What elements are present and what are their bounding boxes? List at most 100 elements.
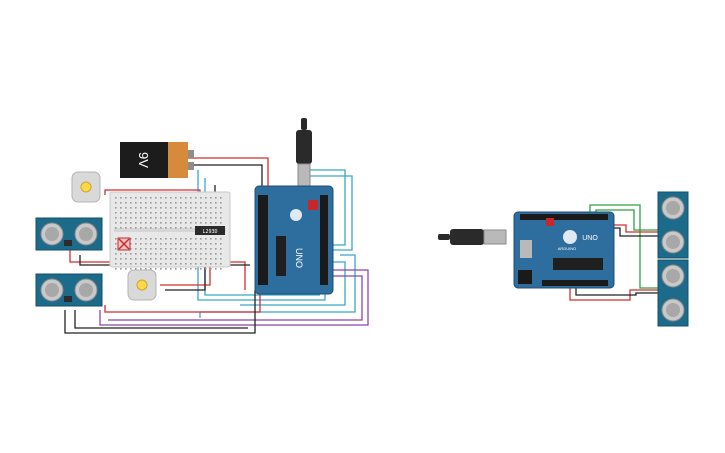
breadboard-hole	[210, 217, 212, 219]
wire-cyan-5[interactable]	[199, 254, 356, 318]
arduino-right-brand: ARDUINO	[558, 246, 576, 251]
breadboard-hole	[195, 217, 197, 219]
breadboard-hole	[130, 222, 132, 224]
breadboard-hole	[160, 202, 162, 204]
wire-black-r2[interactable]	[610, 227, 658, 237]
breadboard-hole	[160, 227, 162, 229]
wire-black-4[interactable]	[74, 310, 248, 329]
ultrasonic-sensor-right-2[interactable]	[657, 259, 689, 327]
breadboard-hole	[165, 207, 167, 209]
wire-red-r1[interactable]	[569, 287, 658, 301]
breadboard-hole	[160, 253, 162, 255]
arduino-uno-right[interactable]: UNO ARDUINO	[513, 211, 615, 289]
wire-black-3[interactable]	[64, 290, 256, 334]
breadboard-hole	[165, 222, 167, 224]
breadboard-hole	[210, 258, 212, 260]
breadboard-hole	[135, 238, 137, 240]
breadboard-hole	[175, 207, 177, 209]
breadboard-hole	[200, 222, 202, 224]
breadboard-hole	[150, 243, 152, 245]
usb-cable-right[interactable]	[438, 229, 507, 245]
breadboard-hole	[135, 253, 137, 255]
breadboard-hole	[145, 217, 147, 219]
breadboard-hole	[215, 248, 217, 250]
breadboard-hole	[155, 238, 157, 240]
breadboard-hole	[175, 227, 177, 229]
breadboard-hole	[195, 248, 197, 250]
breadboard-hole	[185, 227, 187, 229]
breadboard-hole	[170, 263, 172, 265]
ultrasonic-sensor-left-2[interactable]	[35, 273, 103, 307]
breadboard-hole	[125, 217, 127, 219]
battery-9v[interactable]: 9V	[120, 142, 194, 178]
motor-driver-ic[interactable]: L293D	[195, 226, 225, 235]
wire-green-r1[interactable]	[589, 204, 658, 289]
breadboard-hole	[150, 268, 152, 270]
wire-cyan-1[interactable]	[305, 169, 346, 246]
breadboard-hole	[185, 217, 187, 219]
breadboard-hole	[135, 258, 137, 260]
breadboard-hole	[115, 227, 117, 229]
breadboard-hole	[165, 243, 167, 245]
breadboard-hole	[160, 268, 162, 270]
breadboard-hole	[190, 207, 192, 209]
breadboard-hole	[185, 238, 187, 240]
wire-black-r1[interactable]	[575, 287, 658, 296]
breadboard-hole	[205, 217, 207, 219]
breadboard-hole	[155, 258, 157, 260]
wire-cyan-2[interactable]	[300, 175, 353, 251]
breadboard-hole	[185, 268, 187, 270]
breadboard-hole	[140, 207, 142, 209]
breadboard-hole	[215, 212, 217, 214]
breadboard-hole	[175, 248, 177, 250]
breadboard-hole	[160, 263, 162, 265]
breadboard-hole	[205, 243, 207, 245]
breadboard-hole	[165, 268, 167, 270]
breadboard-hole	[145, 212, 147, 214]
breadboard-hole	[145, 227, 147, 229]
breadboard-hole	[120, 222, 122, 224]
arduino-uno-left[interactable]: UNO	[254, 185, 334, 295]
breadboard-hole	[205, 253, 207, 255]
dc-motor-bottom[interactable]	[127, 269, 157, 301]
breadboard-hole	[120, 197, 122, 199]
breadboard-hole	[145, 253, 147, 255]
breadboard-hole	[145, 258, 147, 260]
breadboard-hole	[160, 248, 162, 250]
breadboard-hole	[120, 212, 122, 214]
breadboard-hole	[140, 268, 142, 270]
breadboard-hole	[180, 217, 182, 219]
wire-cyan-6[interactable]	[240, 261, 346, 306]
breadboard-hole	[215, 197, 217, 199]
breadboard[interactable]	[109, 191, 231, 270]
breadboard-hole	[215, 253, 217, 255]
breadboard-hole	[215, 268, 217, 270]
breadboard-hole	[165, 238, 167, 240]
breadboard-hole	[205, 248, 207, 250]
breadboard-hole	[205, 268, 207, 270]
usb-cable-left[interactable]	[296, 118, 312, 187]
breadboard-hole	[170, 243, 172, 245]
breadboard-hole	[220, 197, 222, 199]
error-marker-icon[interactable]	[117, 237, 131, 251]
breadboard-hole	[205, 207, 207, 209]
wire-red-r2[interactable]	[610, 224, 658, 233]
breadboard-hole	[215, 243, 217, 245]
breadboard-hole	[170, 238, 172, 240]
dc-motor-top[interactable]	[71, 171, 101, 203]
breadboard-hole	[115, 197, 117, 199]
breadboard-hole	[180, 202, 182, 204]
breadboard-hole	[200, 217, 202, 219]
breadboard-hole	[195, 263, 197, 265]
breadboard-hole	[125, 227, 127, 229]
ultrasonic-sensor-left-1[interactable]	[35, 217, 103, 251]
breadboard-hole	[135, 212, 137, 214]
breadboard-hole	[155, 268, 157, 270]
wire-purple-1[interactable]	[99, 269, 369, 326]
breadboard-hole	[115, 258, 117, 260]
ultrasonic-sensor-right-1[interactable]	[657, 191, 689, 259]
breadboard-hole	[165, 212, 167, 214]
breadboard-hole	[145, 248, 147, 250]
wire-purple-2[interactable]	[108, 275, 363, 321]
